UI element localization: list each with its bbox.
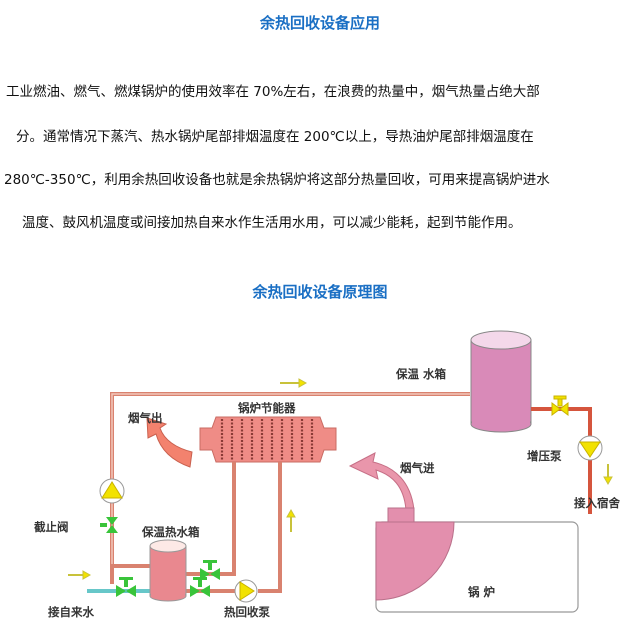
paragraph-line-2: 分。通常情况下蒸汽、热水锅炉尾部排烟温度在 200℃以上，导热油炉尾部排烟温度在 <box>16 129 534 145</box>
boiler <box>375 507 579 613</box>
label-boiler: 锅 炉 <box>468 585 495 599</box>
boiler-economizer <box>199 416 337 463</box>
tap-water-valve-icon <box>116 577 136 597</box>
flow-arrow-tap-icon <box>68 570 92 580</box>
flow-arrow-right-icon <box>280 378 308 388</box>
label-booster-pump: 增压泵 <box>527 449 562 463</box>
lower-tank-valve-icon <box>190 577 210 597</box>
section-title-diagram: 余热回收设备原理图 <box>252 283 388 301</box>
paragraph-line-4: 温度、鼓风机温度或间接加热自来水作生活用水用，可以减少能耗，起到节能作用。 <box>22 215 522 231</box>
label-stop-valve: 截止阀 <box>34 520 69 534</box>
outlet-valve-icon <box>551 395 569 416</box>
paragraph-line-3: 280℃-350℃，利用余热回收设备也就是余热锅炉将这部分热量回收，可用来提高锅… <box>4 172 550 188</box>
label-insulated-tank: 保温 水箱 <box>395 367 447 381</box>
label-tap-water: 接自来水 <box>48 605 94 619</box>
circulation-pump-icon <box>99 478 125 504</box>
heat-recovery-pump-icon <box>234 579 258 603</box>
label-flue-gas-in: 烟气进 <box>400 461 435 475</box>
flue-gas-in-arrow-icon <box>348 452 415 511</box>
label-hot-water-tank: 保温热水箱 <box>141 525 200 539</box>
booster-pump-icon <box>577 435 603 461</box>
flow-arrow-up-icon <box>286 508 296 532</box>
label-to-dormitory: 接入宿舍 <box>574 496 620 510</box>
label-flue-gas-out: 烟气出 <box>128 411 163 425</box>
section-title-application: 余热回收设备应用 <box>259 14 380 32</box>
flow-arrow-down-icon <box>603 464 613 486</box>
hot-water-tank <box>149 539 187 602</box>
outlet-pipe <box>531 407 592 514</box>
insulated-water-tank <box>470 330 532 433</box>
principle-diagram: 保温 水箱 增压泵 接入宿舍 烟气出 锅炉节能器 烟气进 锅 炉 <box>34 330 620 619</box>
paragraph-line-1: 工业燃油、燃气、燃煤锅炉的使用效率在 70%左右，在浪费的热量中，烟气热量占绝大… <box>6 84 540 100</box>
label-economizer: 锅炉节能器 <box>238 401 296 415</box>
label-recovery-pump: 热回收泵 <box>224 605 270 619</box>
flue-gas-out-arrow-icon <box>146 417 193 468</box>
stop-valve-icon <box>100 517 118 533</box>
